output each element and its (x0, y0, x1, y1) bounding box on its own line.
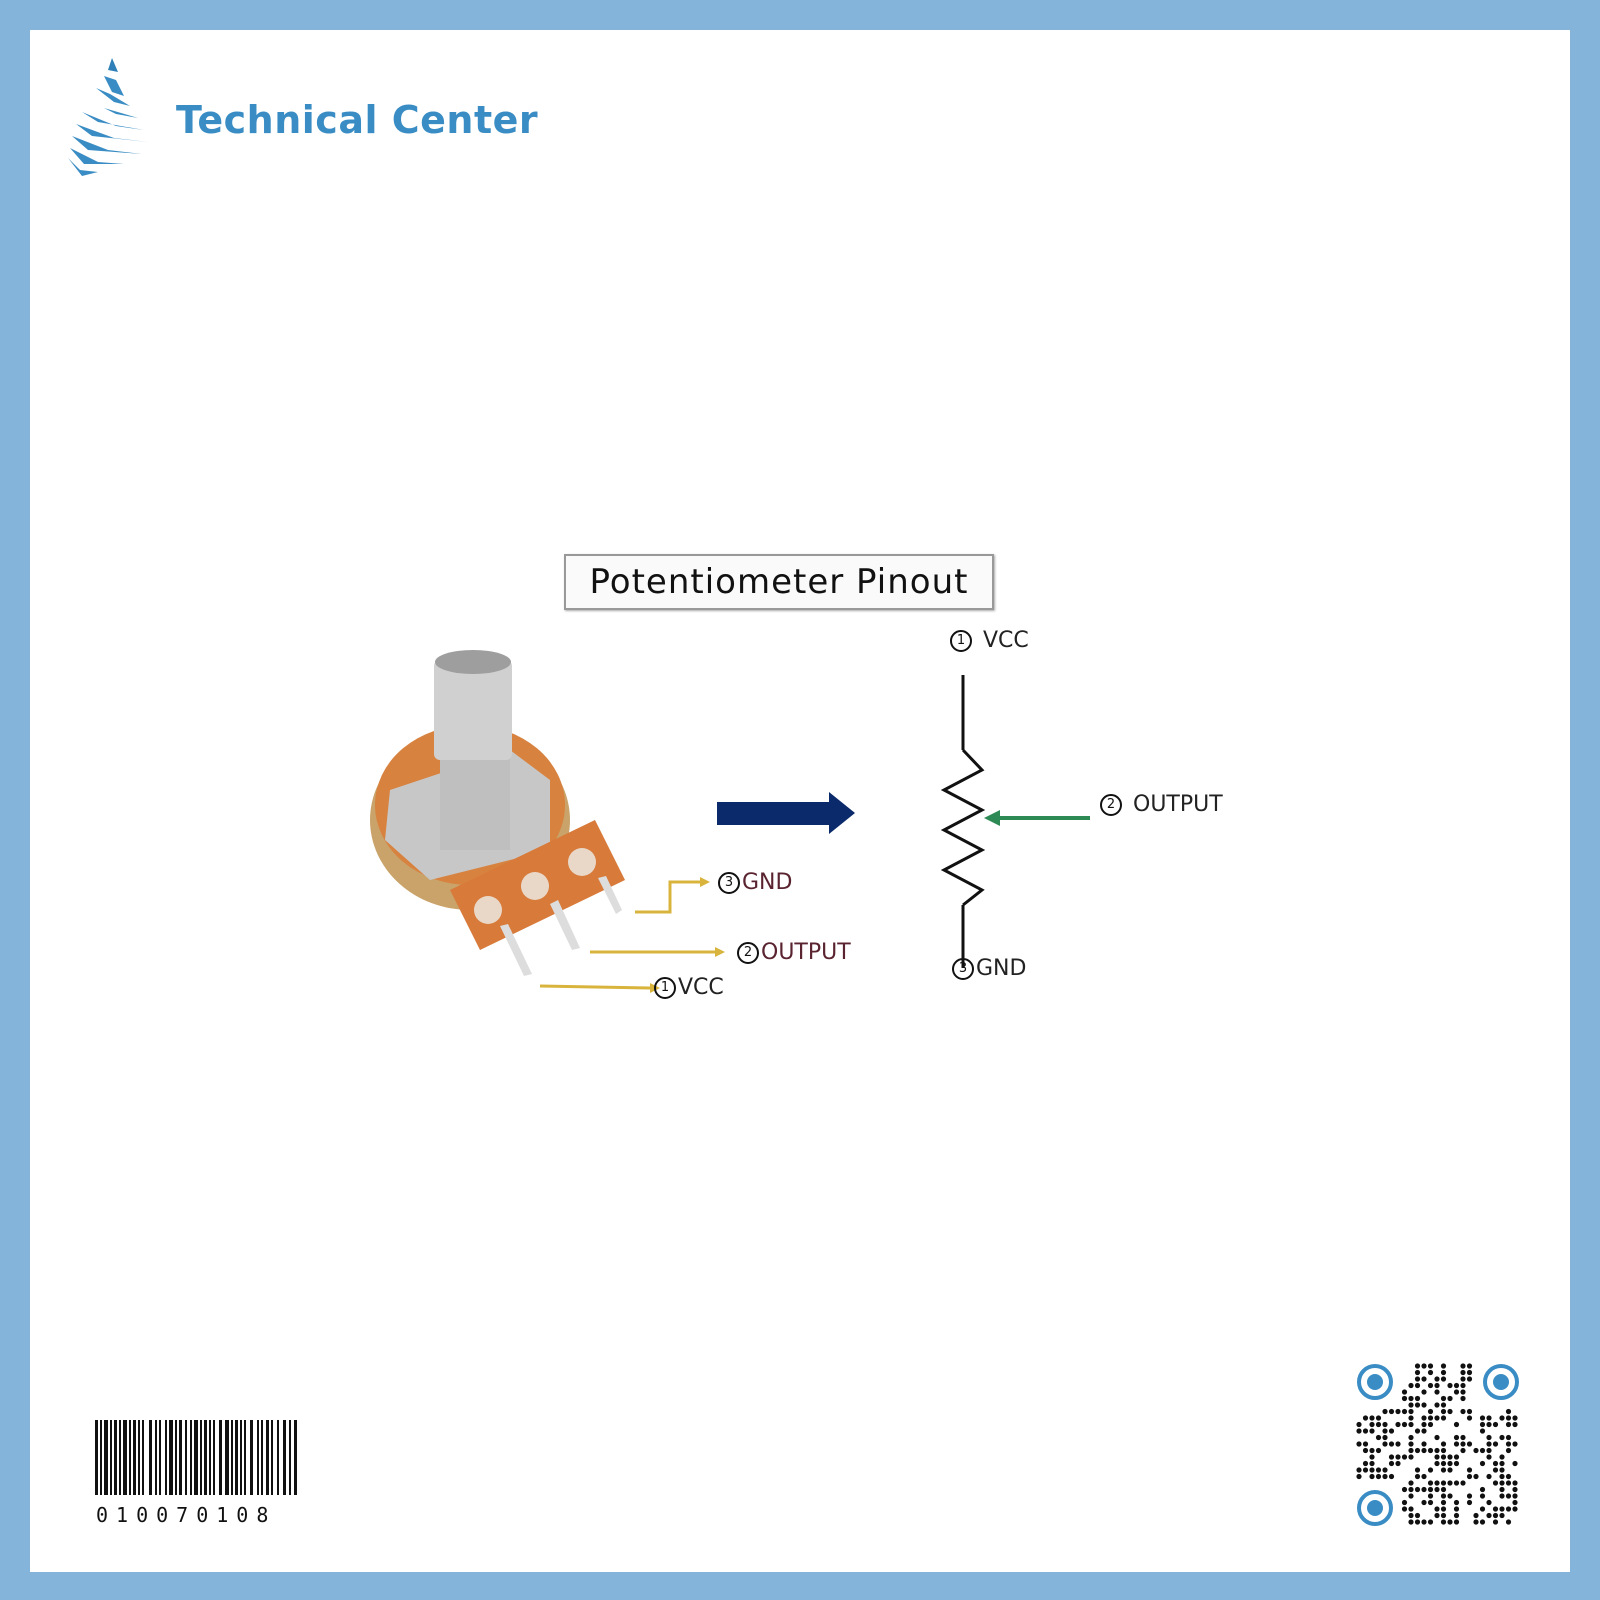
wiper-arrow-icon (984, 810, 1090, 826)
page-card (30, 30, 1570, 1572)
arrow-right-icon (717, 792, 855, 834)
brand-name: Technical Center (176, 98, 539, 142)
pot-shaft (434, 660, 512, 760)
barcode-number: 010070108 (96, 1503, 277, 1527)
resistor-symbol (940, 675, 986, 968)
schematic-label-output: 2 OUTPUT (1100, 792, 1223, 817)
potentiometer-illustration (370, 650, 1090, 993)
qr-code (1356, 1363, 1519, 1526)
logo-icon (68, 58, 148, 176)
schematic-label-vcc: 1 VCC (950, 628, 1029, 653)
barcode (95, 1420, 297, 1495)
diagram-title: Potentiometer Pinout (564, 554, 994, 610)
